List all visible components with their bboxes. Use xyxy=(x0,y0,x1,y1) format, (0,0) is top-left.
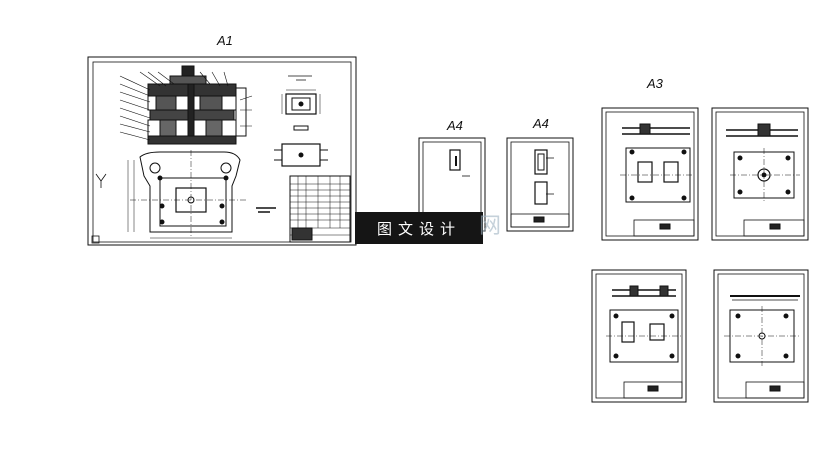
sheet-a1[interactable] xyxy=(87,56,357,246)
part-detail-views xyxy=(274,75,328,167)
sheet-label-a1: A1 xyxy=(217,33,233,48)
watermark-ghost-text: 网 xyxy=(478,214,501,239)
watermark-text: 图文设计 xyxy=(376,219,461,238)
assembly-section-view xyxy=(119,65,253,145)
sheet-label-a4-1: A4 xyxy=(447,118,463,133)
title-block-a1 xyxy=(256,175,351,243)
sheet-a4-2[interactable] xyxy=(506,137,574,232)
sheet-a3-4[interactable] xyxy=(713,269,809,403)
sheet-a3-1[interactable] xyxy=(601,107,699,241)
sheet-label-a4-2: A4 xyxy=(533,116,549,131)
watermark-badge: 图文设计 网 xyxy=(355,212,501,244)
sheet-label-a3: A3 xyxy=(647,76,663,91)
sheet-a3-3[interactable] xyxy=(591,269,687,403)
assembly-plan-view xyxy=(127,150,248,239)
sheet-a3-2[interactable] xyxy=(711,107,809,241)
